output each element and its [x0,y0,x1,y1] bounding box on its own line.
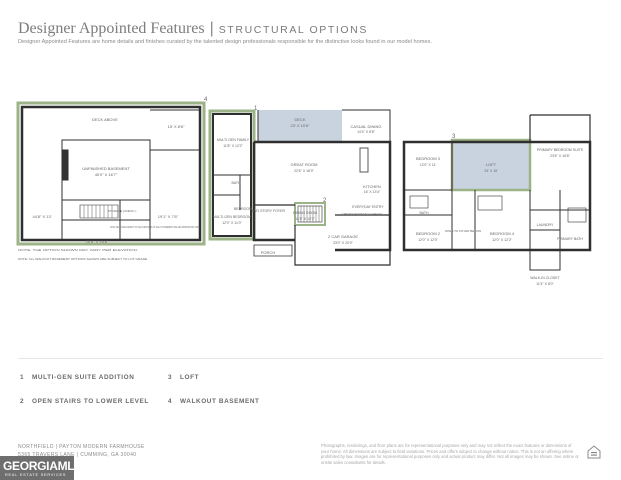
dining-room: DINING ROOM [293,211,317,215]
garage-note: CREATE ROOM TO GARAGE [342,212,383,216]
page-description: Designer Appointed Features are home det… [18,39,432,45]
great-room-dims: 22'6" X 16'0" [294,169,315,173]
page-title: Designer Appointed Features [18,20,205,37]
marker-1: 1 [254,106,258,112]
loft-dims: 23' X 15' [484,169,498,173]
legal-disclaimer: Photographs, renderings, and floor plans… [321,443,579,465]
basement-note-2: NOTE: THE OPTION SHOWN MAY VARY PER ELEV… [18,248,138,252]
primary-bath: PRIMARY BATH [557,237,583,241]
porch: PORCH [261,250,276,255]
bedroom-4-dims: 12'0" X 12'2" [492,238,513,242]
open-stairs-highlight [294,202,326,226]
main-floor-plan [208,109,392,266]
multi-gen-family-dims: 11'8" X 12'2" [223,144,243,148]
loft: LOFT [486,162,497,167]
title-separator: | [209,20,214,37]
main-deck-dims: 23' X 10'6" [291,123,311,128]
basement-deck-dims: 15' X 8'6" [168,124,185,129]
basement-note-3: NOTE: ALL WALKOUT BASEMENT OPTIONS SHOWN… [18,257,148,261]
everyday-entry: EVERYDAY ENTRY [352,205,384,209]
primary-suite-dims: 23'6" X 16'6" [550,154,571,158]
kitchen-dims: 16' X 13'4" [364,190,381,194]
upper-floor-plan [402,114,592,271]
two-car-garage: 2 CAR GARAGE [328,234,358,239]
laundry: LAUNDRY [537,223,554,227]
community-info: NORTHFIELD | PAYTON MODERN FARMHOUSE 536… [18,443,145,459]
logo-text: GEORGIAMLS [3,459,83,473]
basement-plan [16,101,206,246]
main-bedroom: BEDROOM [234,207,252,211]
community-name: NORTHFIELD | PAYTON MODERN FARMHOUSE [18,444,145,450]
upper-bath: BATH [419,211,429,215]
kitchen: KITCHEN [363,184,381,189]
basement-storage: STORAGE (UNEXC.) [108,209,137,213]
bedroom-3: BEDROOM 3 [416,156,441,161]
georgia-mls-logo: GEORGIAMLS REAL ESTATE SERVICES [0,456,82,480]
page-subtitle: STRUCTURAL OPTIONS [218,24,368,36]
basement-room-dims: 40'0" X 16'7" [95,172,118,177]
casual-dining: CASUAL DINING [351,124,382,129]
basement-dims-b: 20'4" X 16'8" [86,239,109,244]
bedroom-2: BEDROOM 2 [416,231,441,236]
logo-subtext: REAL ESTATE SERVICES [5,473,67,477]
page-header: Designer Appointed Features| STRUCTURAL O… [18,20,368,38]
bedroom-4: BEDROOM 4 [490,231,515,236]
basement-room: UNFINISHED BASEMENT [82,166,130,171]
casual-dining-dims: 14'4" X 8'8" [357,130,376,134]
main-deck-highlight [258,110,342,142]
dining-room-dims: 14'8" X 12'2" [295,217,316,221]
marker-4: 4 [204,97,208,103]
main-bath: BATH [231,181,241,185]
walkout-basement-highlight [16,101,206,246]
basement-dims-a: 19'1" X 7'6" [158,214,179,219]
bedroom-3-dims: 12'0" X 11' [420,163,437,167]
marker-3: 3 [452,134,456,140]
open-to-foyer: OPEN TO FOYER BELOW [445,229,481,233]
two-story-foyer: TWO STORY FOYER [251,209,286,213]
multi-gen-family: MULTI-GEN FAMILY [217,138,250,142]
walk-in-closet-dims: 11'4" X 8'0" [536,282,554,286]
basement-side-dims: 44'8" X 13' [33,214,52,219]
main-deck: DECK [294,117,305,122]
marker-2: 2 [323,198,327,204]
equal-housing-icon [587,445,601,459]
section-divider [18,358,603,359]
primary-suite: PRIMARY BEDROOM SUITE [537,148,584,152]
community-address: 5365 TRAVERS LANE | CUMMING, GA 30040 [18,452,137,458]
multi-gen-bedroom: MULTI-GEN BEDROOM [213,215,251,219]
basement-deck: DECK ABOVE [92,117,118,122]
multi-gen-bedroom-dims: 12'0" X 11'0" [222,221,242,225]
great-room: GREAT ROOM [291,162,318,167]
basement-note-1: NOTE: DECKS ARE SUBJECT TO THE CONDITION… [110,225,200,229]
walk-in-closet: WALK-IN CLOSET [530,276,560,280]
two-car-garage-dims: 23'0" X 20'0" [333,241,354,245]
bedroom-2-dims: 12'0" X 12'0" [418,238,439,242]
